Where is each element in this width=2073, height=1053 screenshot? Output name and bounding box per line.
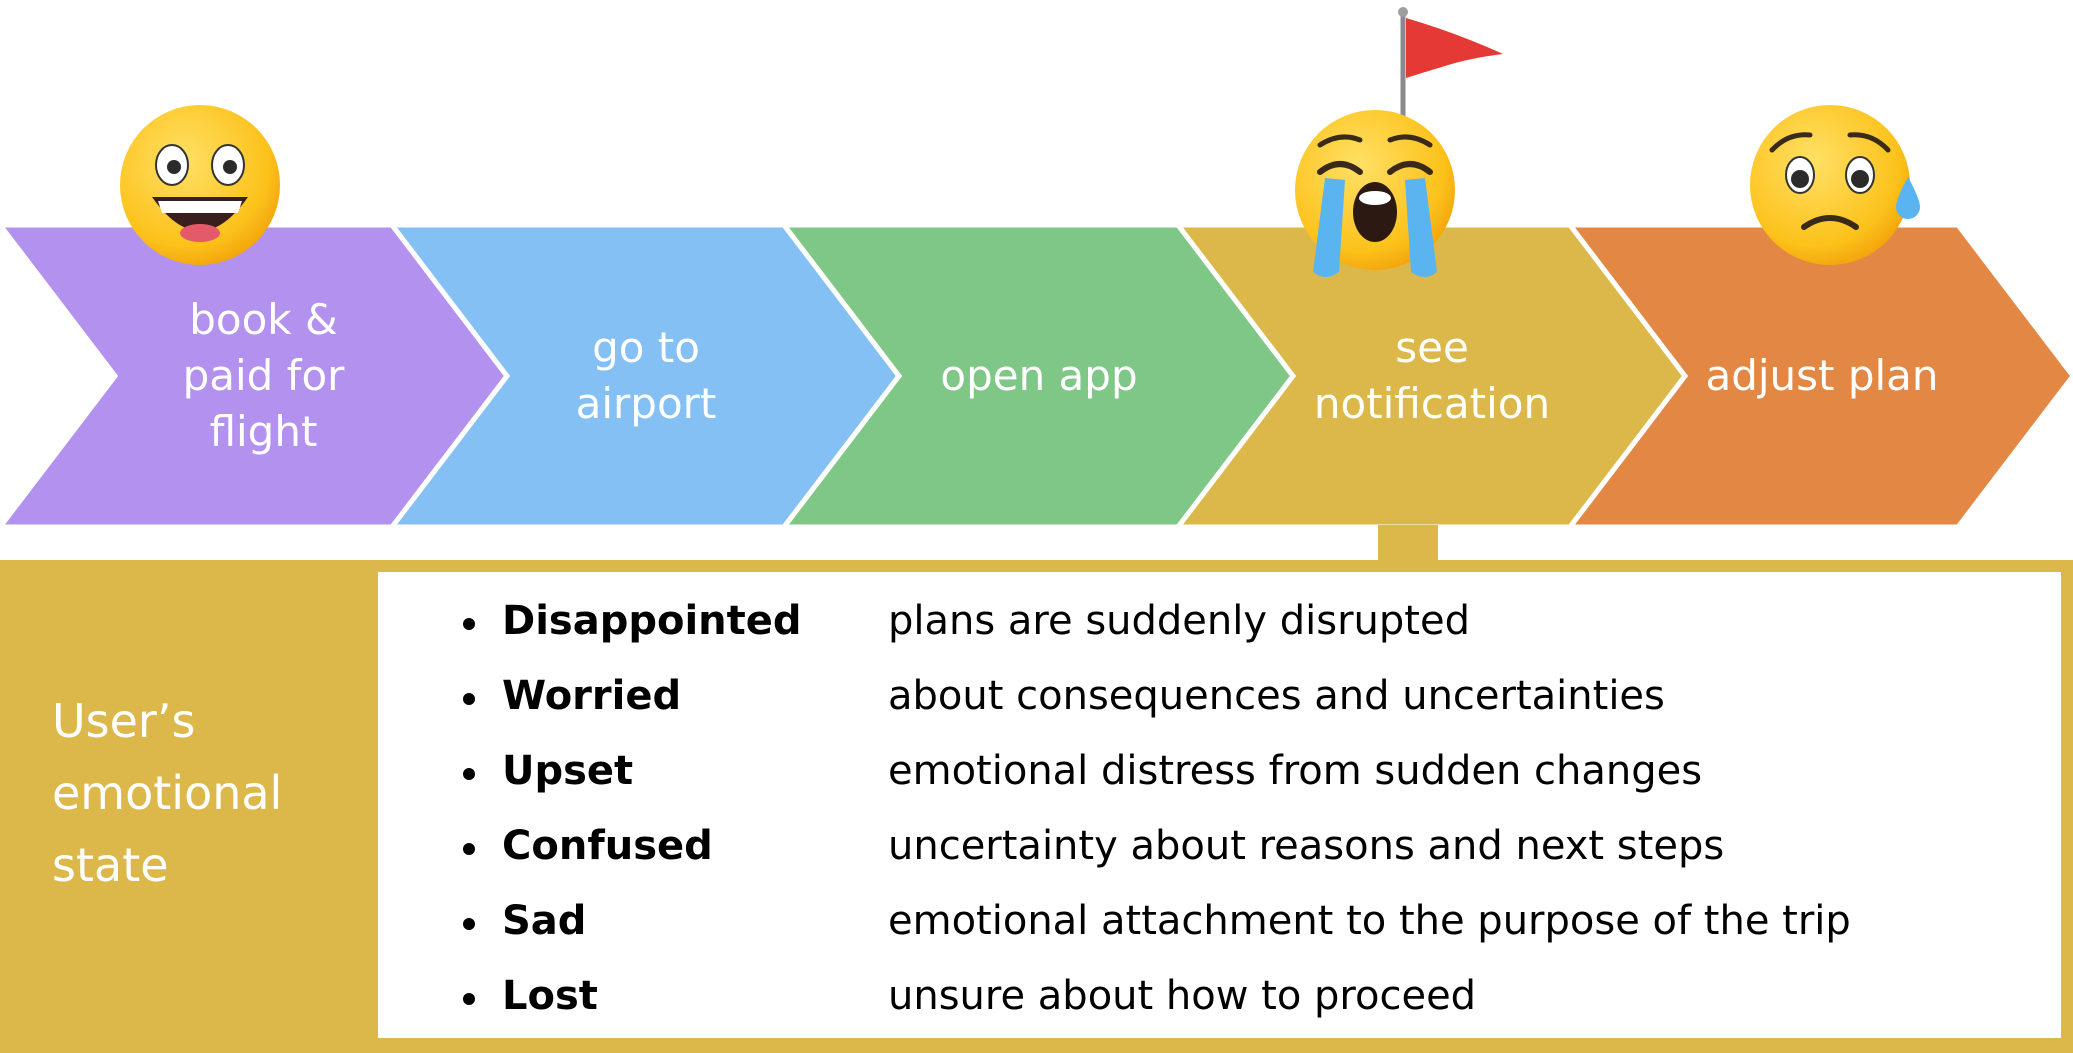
emotion-name: Sad [502,898,587,944]
emotion-name: Worried [502,673,682,719]
emotion-description: emotional attachment to the purpose of t… [888,898,1851,944]
journey-steps: book & paid for flight go to airport open app… [0,7,2073,530]
bullet-icon [463,618,475,630]
emotion-list: Disappointed plans are suddenly disrupted… [378,572,2061,1038]
step-label-line: paid for [183,351,346,400]
step-label-1: book & paid for flight [183,295,346,456]
bullet-icon [463,843,475,855]
bullet-icon [463,693,475,705]
emotion-row: Disappointed plans are suddenly disrupted [378,594,2061,654]
emotion-description: uncertainty about reasons and next steps [888,823,1725,869]
emotion-row: Worried about consequences and uncertaint… [378,669,2061,729]
step-label-3: open app [940,351,1137,400]
crying-face-icon [1295,110,1455,277]
emotion-name: Confused [502,823,713,869]
step-label-5: adjust plan [1705,351,1938,400]
step-label-4: see notification [1314,323,1550,428]
panel-title: User’s emotional state [52,694,283,892]
emotion-name: Lost [502,973,598,1019]
panel-connector [1378,525,1438,565]
step-label-2: go to airport [576,323,717,428]
emotion-name: Upset [502,748,634,794]
step-label-line: airport [576,379,717,428]
emotion-name: Disappointed [502,598,802,644]
sad-sweat-face-icon [1750,105,1920,265]
emotion-row: Confused uncertainty about reasons and ne… [378,819,2061,879]
emotion-description: about consequences and uncertainties [888,673,1665,719]
grinning-face-icon [120,105,280,265]
step-label-line: notification [1314,379,1550,428]
step-label-line: see [1395,323,1469,372]
emotion-row: Lost unsure about how to proceed [378,969,2061,1029]
step-label-line: flight [210,407,318,456]
step-chevron-5 [1564,222,2073,530]
flag-icon [1398,7,1503,118]
emotion-description: unsure about how to proceed [888,973,1477,1019]
step-label-line: open app [940,351,1137,400]
bullet-icon [463,918,475,930]
emotion-row: Upset emotional distress from sudden chan… [378,744,2061,804]
bullet-icon [463,768,475,780]
emotion-row: Sad emotional attachment to the purpose o… [378,894,2061,954]
step-label-line: adjust plan [1705,351,1938,400]
step-label-line: book & [189,295,337,344]
bullet-icon [463,993,475,1005]
emotion-description: plans are suddenly disrupted [888,598,1470,644]
step-label-line: go to [592,323,700,372]
emotion-description: emotional distress from sudden changes [888,748,1703,794]
